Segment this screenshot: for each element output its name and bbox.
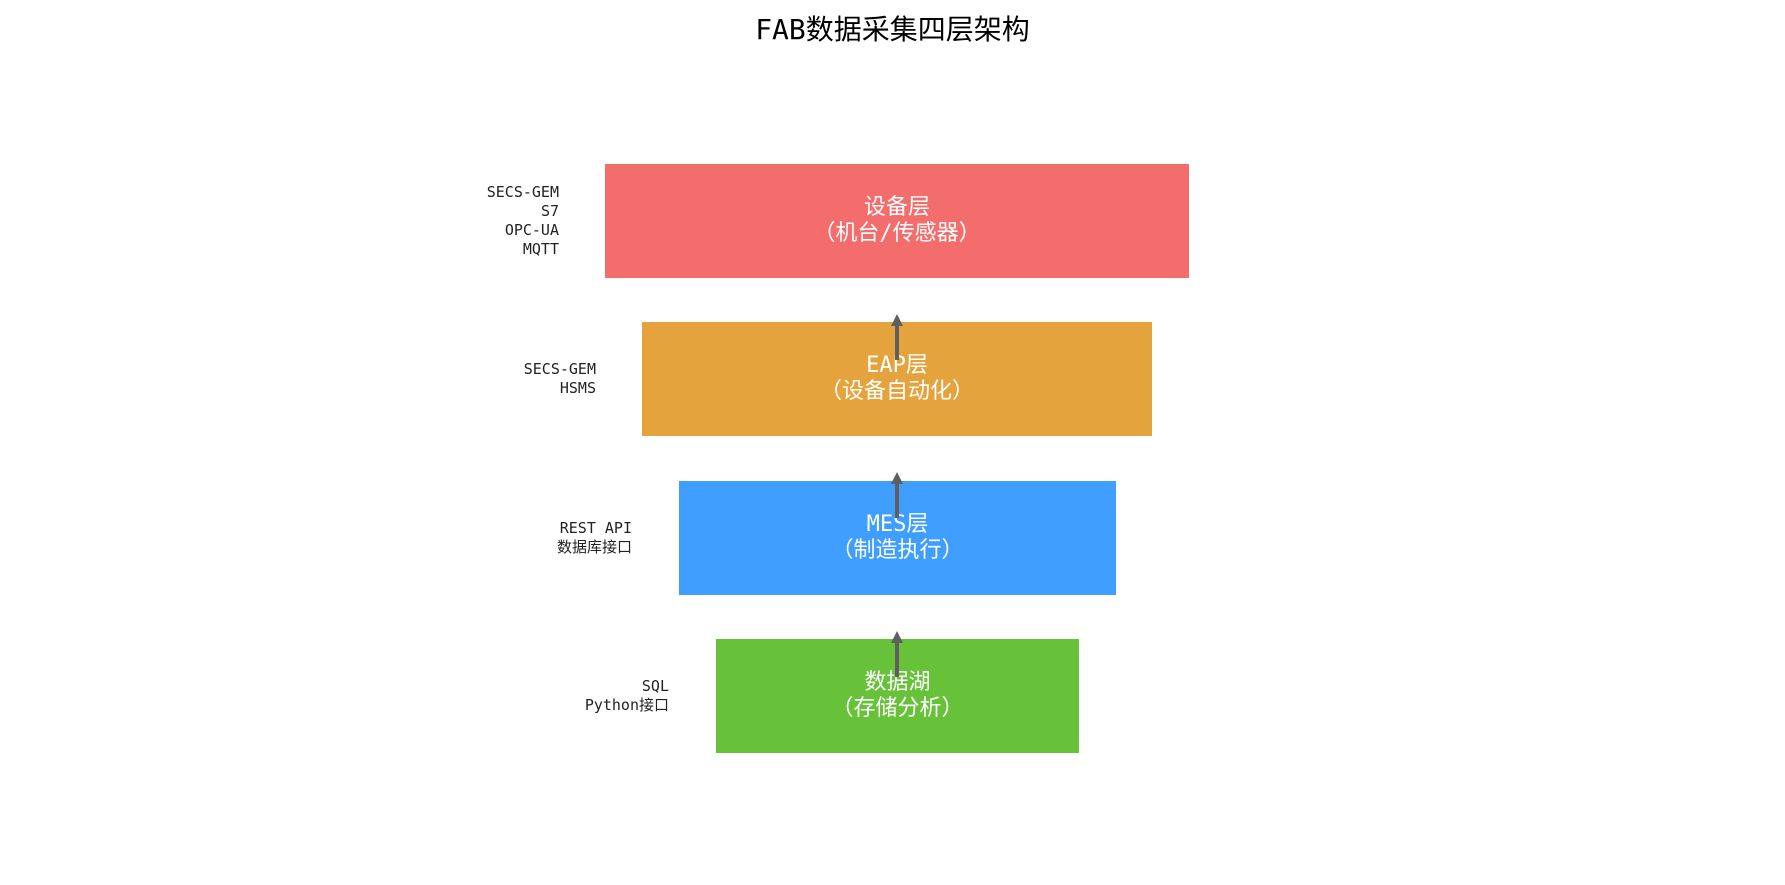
protocol-label: SECS-GEM bbox=[486, 183, 559, 201]
diagram-title: FAB数据采集四层架构 bbox=[755, 13, 1030, 46]
layer-name: MES层 bbox=[866, 512, 929, 537]
protocol-label: 数据库接口 bbox=[556, 538, 632, 556]
protocol-list-lake: SQL Python接口 bbox=[449, 677, 669, 715]
layer-subtitle: （机台/传感器） bbox=[813, 221, 981, 246]
layer-box-eap: EAP层 （设备自动化） bbox=[642, 322, 1152, 436]
layer-subtitle: （制造执行） bbox=[831, 538, 964, 563]
protocol-label: HSMS bbox=[559, 379, 596, 397]
protocol-list-device: SECS-GEM S7 OPC-UA MQTT bbox=[339, 183, 559, 259]
layer-name: EAP层 bbox=[866, 353, 928, 378]
protocol-label: REST API bbox=[559, 519, 632, 537]
protocol-list-mes: REST API 数据库接口 bbox=[412, 519, 632, 557]
protocol-label: S7 bbox=[540, 202, 559, 220]
protocol-list-eap: SECS-GEM HSMS bbox=[376, 360, 596, 398]
protocol-label: OPC-UA bbox=[504, 221, 559, 239]
protocol-label: MQTT bbox=[522, 240, 559, 258]
layer-box-device: 设备层 （机台/传感器） bbox=[605, 164, 1189, 278]
layer-subtitle: （存储分析） bbox=[831, 696, 964, 721]
layer-name: 设备层 bbox=[863, 195, 930, 220]
layer-box-lake: 数据湖 （存储分析） bbox=[716, 639, 1079, 753]
protocol-label: Python接口 bbox=[584, 696, 669, 714]
layer-name: 数据湖 bbox=[864, 670, 931, 695]
protocol-label: SECS-GEM bbox=[523, 360, 596, 378]
layer-subtitle: （设备自动化） bbox=[819, 379, 974, 404]
layer-box-mes: MES层 （制造执行） bbox=[679, 481, 1116, 595]
protocol-label: SQL bbox=[641, 677, 669, 695]
